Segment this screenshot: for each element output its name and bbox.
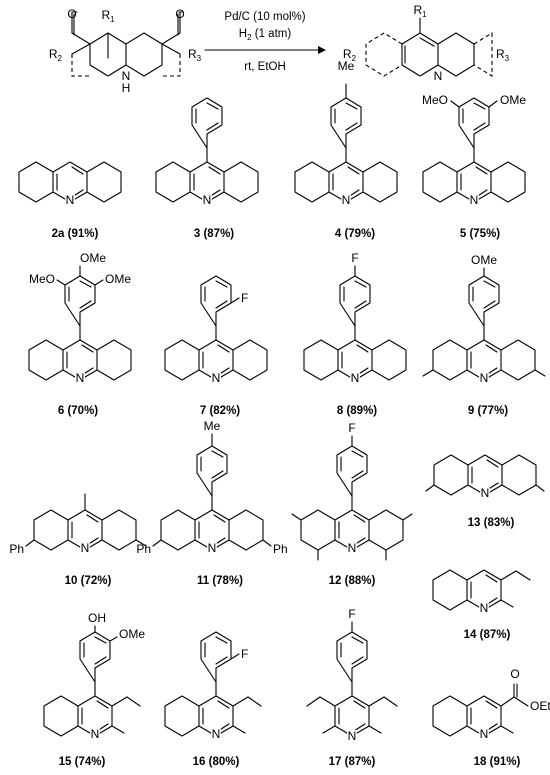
r2-label: R2 — [49, 47, 63, 63]
reaction-arrow: Pd/C (10 mol%) H2 (1 atm) rt, EtOH — [204, 11, 326, 73]
n-atom: N — [342, 193, 351, 207]
compound-label-13: 13 (83%) — [468, 517, 515, 529]
product-r1-label: R1 — [413, 3, 427, 19]
f-atom: F — [351, 251, 358, 265]
ome-group: OMe — [471, 253, 497, 267]
n-atom: N — [480, 601, 489, 615]
n-atom: N — [81, 541, 90, 555]
starting-material-dihydroacridinedione: R1 O O R2 R3 N H — [49, 7, 202, 95]
compound-3: N — [155, 97, 259, 209]
compound-5: MeO OMe N — [422, 93, 526, 209]
n-atom: N — [480, 727, 489, 741]
meo-group: MeO — [29, 272, 55, 286]
n-atom: N — [208, 541, 217, 555]
n-atom: N — [481, 486, 490, 500]
oxygen-right: O — [175, 7, 184, 21]
compound-9: OMe N — [422, 253, 546, 387]
n-atom: N — [351, 371, 360, 385]
n-atom: N — [66, 193, 75, 207]
oet-group: OEt — [530, 699, 550, 713]
compound-label-3: 3 (87%) — [194, 228, 234, 240]
n-atom: N — [480, 371, 489, 385]
compound-label-7: 7 (82%) — [200, 405, 240, 417]
n-atom: N — [348, 541, 357, 555]
ome-group-right: OMe — [105, 272, 131, 286]
oh-group: OH — [88, 611, 106, 625]
hydrogen-condition: H2 (1 atm) — [239, 28, 292, 42]
n-atom: N — [212, 371, 221, 385]
nitrogen-label: N — [122, 69, 131, 83]
n-atom: N — [212, 727, 221, 741]
compound-8: F N — [303, 251, 407, 387]
n-atom: N — [348, 729, 357, 743]
f-atom: F — [241, 647, 248, 661]
compound-12: F N — [291, 421, 413, 561]
compound-label-16: 16 (80%) — [193, 756, 240, 768]
compound-7: F N — [164, 275, 268, 387]
n-atom: N — [470, 193, 479, 207]
compound-13: N — [425, 454, 545, 502]
compound-label-12: 12 (88%) — [329, 575, 376, 587]
catalyst-condition: Pd/C (10 mol%) — [224, 11, 305, 23]
compound-label-4: 4 (79%) — [335, 228, 375, 240]
meo-group: MeO — [422, 93, 448, 107]
compound-label-2a: 2a (91%) — [52, 228, 99, 240]
solvent-condition: rt, EtOH — [244, 61, 286, 73]
compound-label-15: 15 (74%) — [59, 756, 106, 768]
compound-18: O OEt N — [432, 667, 550, 743]
product-r2-label: R2 — [343, 47, 357, 63]
compound-label-11: 11 (78%) — [197, 575, 243, 587]
compound-label-9: 9 (77%) — [468, 405, 508, 417]
compound-label-14: 14 (87%) — [464, 629, 511, 641]
oxygen-left: O — [67, 7, 76, 21]
compound-11: Me Ph Ph N — [136, 419, 288, 557]
n-atom: N — [91, 727, 100, 741]
n-atom: N — [203, 193, 212, 207]
product-r3-label: R3 — [496, 47, 510, 63]
product-nitrogen: N — [434, 69, 443, 83]
f-atom: F — [241, 291, 248, 305]
ph-group: Ph — [9, 542, 24, 556]
ph-group-right: Ph — [273, 542, 288, 556]
o-atom: O — [510, 667, 519, 681]
ome-group: OMe — [500, 93, 526, 107]
compound-14: N — [432, 569, 531, 617]
ph-group-left: Ph — [136, 542, 151, 556]
compound-10: Ph N — [9, 493, 147, 557]
ome-group: OMe — [119, 627, 145, 641]
compound-6: MeO OMe OMe N — [28, 251, 132, 387]
compound-label-10: 10 (72%) — [65, 575, 112, 587]
ome-group-top: OMe — [80, 251, 106, 265]
r3-label: R3 — [188, 47, 202, 63]
compound-label-18: 18 (91%) — [474, 756, 521, 768]
compound-17: F N — [306, 607, 398, 745]
me-group: Me — [204, 419, 221, 433]
compound-4: Me N — [294, 59, 398, 209]
compound-2a: N — [18, 161, 122, 209]
n-atom: N — [76, 371, 85, 385]
hydrogen-label: H — [122, 81, 131, 95]
f-atom: F — [348, 421, 355, 435]
compound-label-8: 8 (89%) — [337, 405, 377, 417]
product-acridine-general: R1 R2 R3 N — [343, 3, 510, 85]
compound-15: OH OMe N — [43, 611, 145, 743]
compound-label-5: 5 (75%) — [460, 228, 500, 240]
me-group: Me — [338, 59, 355, 73]
r1-label: R1 — [101, 8, 115, 24]
compound-label-17: 17 (87%) — [329, 756, 376, 768]
compound-label-6: 6 (70%) — [58, 405, 98, 417]
compound-16: F N — [164, 631, 262, 743]
f-atom: F — [348, 607, 355, 621]
